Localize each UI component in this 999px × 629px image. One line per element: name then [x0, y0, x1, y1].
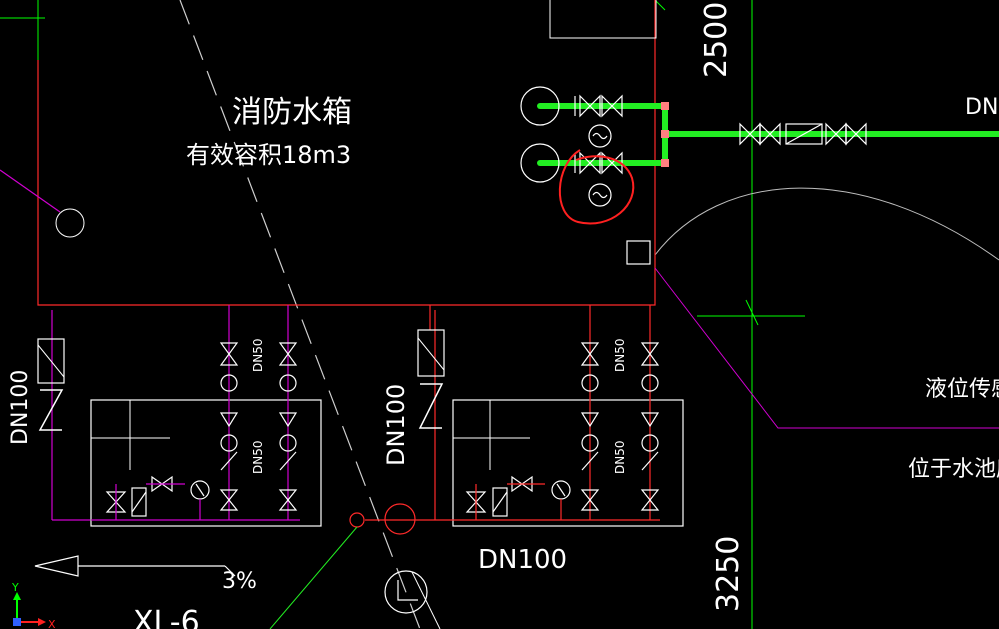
dn50-right-lower: DN50	[613, 441, 627, 475]
dn100-left-vertical: DN100	[8, 370, 33, 445]
slope-arrow	[34, 555, 236, 577]
riser-circle-small	[349, 512, 365, 528]
outlet-circle-lower	[520, 143, 560, 183]
drain-symbol	[397, 580, 418, 601]
level-sensor-label: 液位传感	[925, 377, 999, 402]
valve-group-left	[37, 305, 322, 527]
pipe-joints	[661, 102, 669, 167]
valve-group-right	[365, 305, 684, 527]
main-line-valves	[739, 122, 867, 146]
axis-lines	[0, 0, 805, 629]
drain-circle	[384, 570, 428, 614]
dn100-bottom: DN100	[478, 545, 567, 575]
dn50-left-upper: DN50	[251, 339, 265, 373]
drain-leader	[411, 571, 441, 629]
dn50-left-lower: DN50	[251, 441, 265, 475]
fire-water-tank-outline	[37, 0, 656, 330]
top-equipment-box	[549, 0, 657, 39]
tank-title: 消防水箱	[232, 95, 352, 130]
dim-2500: 2500	[699, 2, 734, 78]
green-leader-line	[269, 526, 358, 629]
gray-arc-curve	[654, 187, 999, 261]
dim-3250: 3250	[711, 536, 746, 612]
ucs-x-label: X	[48, 618, 56, 629]
slope-label: 3%	[222, 569, 257, 594]
magenta-pipe-left	[0, 169, 61, 213]
dn50-right-upper: DN50	[613, 339, 627, 373]
riser-label: XL-6	[133, 605, 200, 629]
outlet-circle-upper	[520, 86, 560, 126]
tank-volume-label: 有效容积18m3	[186, 141, 351, 169]
riser-circle-large	[384, 503, 416, 535]
ucs-icon	[13, 592, 46, 626]
level-sensor-box	[626, 240, 651, 265]
markup-highlight-circle	[558, 149, 635, 225]
outlet-valves	[574, 94, 623, 207]
ucs-y-label: Y	[11, 581, 19, 594]
level-sensor-leader	[654, 267, 999, 429]
dn-top-right: DN	[965, 95, 998, 120]
pool-bottom-label: 位于水池底	[908, 457, 999, 482]
tank-vent-circle	[55, 208, 85, 238]
dn100-center-vertical: DN100	[382, 384, 410, 466]
